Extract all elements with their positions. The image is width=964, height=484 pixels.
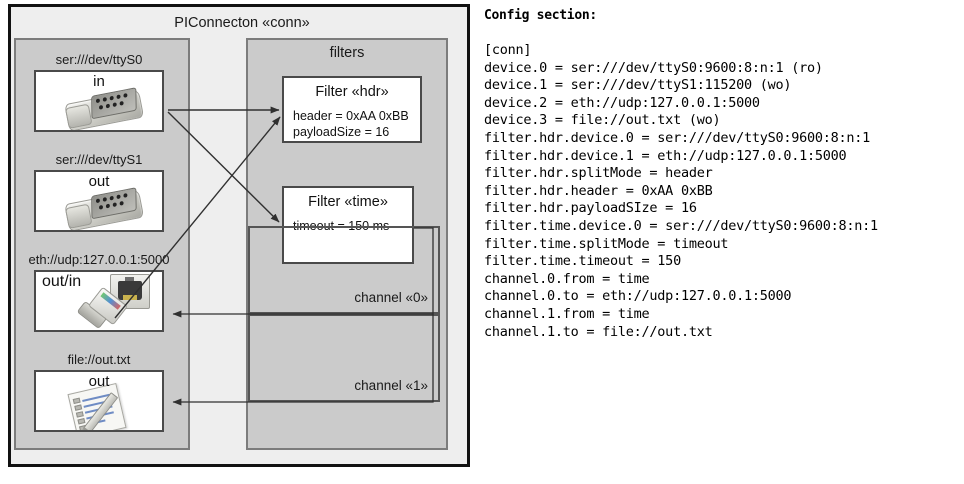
- config-text-block: [conn]device.0 = ser:///dev/ttyS0:9600:8…: [484, 42, 878, 341]
- diagram-title: PIConnecton «conn»: [174, 15, 310, 31]
- device-direction-label: out: [88, 173, 110, 190]
- filter-title: Filter «hdr»: [315, 84, 389, 100]
- serial-connector-icon: [63, 185, 145, 230]
- devices-panel: ser:///dev/ttyS0 in: [14, 38, 190, 450]
- ethernet-socket-icon: [76, 274, 162, 330]
- config-line: channel.0.from = time: [484, 270, 650, 287]
- config-line: device.0 = ser:///dev/ttyS0:9600:8:n:1 (…: [484, 59, 823, 76]
- config-line: filter.hdr.device.0 = ser:///dev/ttyS0:9…: [484, 129, 871, 146]
- config-line: filter.hdr.header = 0xAA 0xBB: [484, 182, 713, 199]
- filter-property: payloadSize = 16: [293, 125, 390, 139]
- config-line: device.3 = file://out.txt (wo): [484, 112, 721, 129]
- filter-title: Filter «time»: [308, 194, 388, 210]
- channel-1-box: channel «1»: [248, 314, 440, 402]
- serial-connector-icon: [63, 85, 145, 130]
- config-section: Config section: [conn]device.0 = ser:///…: [482, 0, 964, 484]
- config-line: [conn]: [484, 42, 532, 58]
- device-box[interactable]: in: [34, 70, 164, 132]
- config-line: filter.time.splitMode = timeout: [484, 235, 729, 252]
- config-line: filter.time.device.0 = ser:///dev/ttyS0:…: [484, 217, 878, 234]
- device-caption: ser:///dev/ttyS0: [55, 52, 143, 67]
- config-line: channel.1.to = file://out.txt: [484, 323, 713, 340]
- device-box[interactable]: out: [34, 370, 164, 432]
- device-caption: eth://udp:127.0.0.1:5000: [28, 252, 170, 267]
- device-box[interactable]: out/in: [34, 270, 164, 332]
- config-line: filter.hdr.payloadSIze = 16: [484, 200, 697, 217]
- filter-hdr-box[interactable]: Filter «hdr» header = 0xAA 0xBB payloadS…: [282, 76, 422, 143]
- channel-label: channel «1»: [354, 378, 428, 393]
- filter-property: header = 0xAA 0xBB: [293, 109, 409, 123]
- filter-properties: header = 0xAA 0xBB payloadSize = 16: [293, 108, 409, 140]
- device-direction-label: in: [93, 73, 105, 90]
- channel-0-box: channel «0»: [248, 226, 440, 314]
- connector-diagram: PIConnecton «conn» ser:///dev/ttyS0 in: [0, 0, 478, 484]
- config-heading: Config section:: [484, 8, 597, 23]
- filters-panel-title: filters: [329, 45, 365, 61]
- config-line: channel.0.to = eth://udp:127.0.0.1:5000: [484, 288, 792, 305]
- config-line: filter.time.timeout = 150: [484, 253, 681, 270]
- device-caption: ser:///dev/ttyS1: [55, 152, 143, 167]
- device-direction-label: out/in: [42, 273, 82, 290]
- text-file-icon: [67, 382, 132, 430]
- config-line: device.1 = ser:///dev/ttyS1:115200 (wo): [484, 77, 792, 94]
- device-box[interactable]: out: [34, 170, 164, 232]
- channel-label: channel «0»: [354, 290, 428, 305]
- device-direction-label: out: [88, 373, 110, 390]
- config-line: device.2 = eth://udp:127.0.0.1:5000: [484, 94, 760, 111]
- config-line: channel.1.from = time: [484, 305, 650, 322]
- config-line: filter.hdr.splitMode = header: [484, 165, 713, 182]
- config-line: filter.hdr.device.1 = eth://udp:127.0.0.…: [484, 147, 847, 164]
- device-caption: file://out.txt: [67, 352, 131, 367]
